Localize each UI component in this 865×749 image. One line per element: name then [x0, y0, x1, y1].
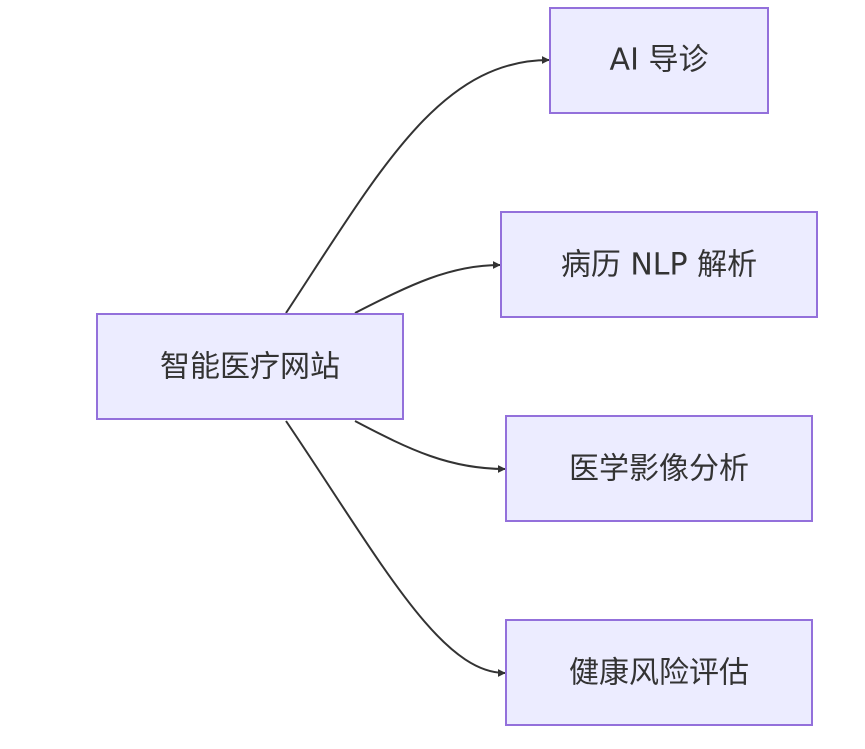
- node-nlp-box: [500, 211, 818, 318]
- node-root-box: [96, 313, 404, 420]
- edge-root-to-ai-triage: [285, 56, 550, 314]
- node-imaging-label: 医学影像分析: [569, 452, 749, 487]
- edge-root-to-nlp: [354, 261, 501, 314]
- edges: [285, 56, 550, 677]
- node-imaging[interactable]: 医学影像分析: [505, 415, 813, 522]
- node-root[interactable]: 智能医疗网站: [96, 313, 404, 420]
- node-imaging-box: [505, 415, 813, 522]
- node-risk-label: 健康风险评估: [569, 656, 749, 691]
- edge-root-to-imaging: [354, 420, 506, 473]
- node-nlp[interactable]: 病历 NLP 解析: [500, 211, 818, 318]
- node-ai-triage-box: [549, 7, 769, 114]
- edge-root-to-risk: [285, 420, 506, 677]
- node-ai-triage-label: AI 导诊: [610, 43, 709, 78]
- node-risk-box: [505, 619, 813, 726]
- node-risk[interactable]: 健康风险评估: [505, 619, 813, 726]
- node-root-label: 智能医疗网站: [160, 350, 340, 385]
- node-ai-triage[interactable]: AI 导诊: [549, 7, 769, 114]
- node-nlp-label: 病历 NLP 解析: [561, 248, 757, 283]
